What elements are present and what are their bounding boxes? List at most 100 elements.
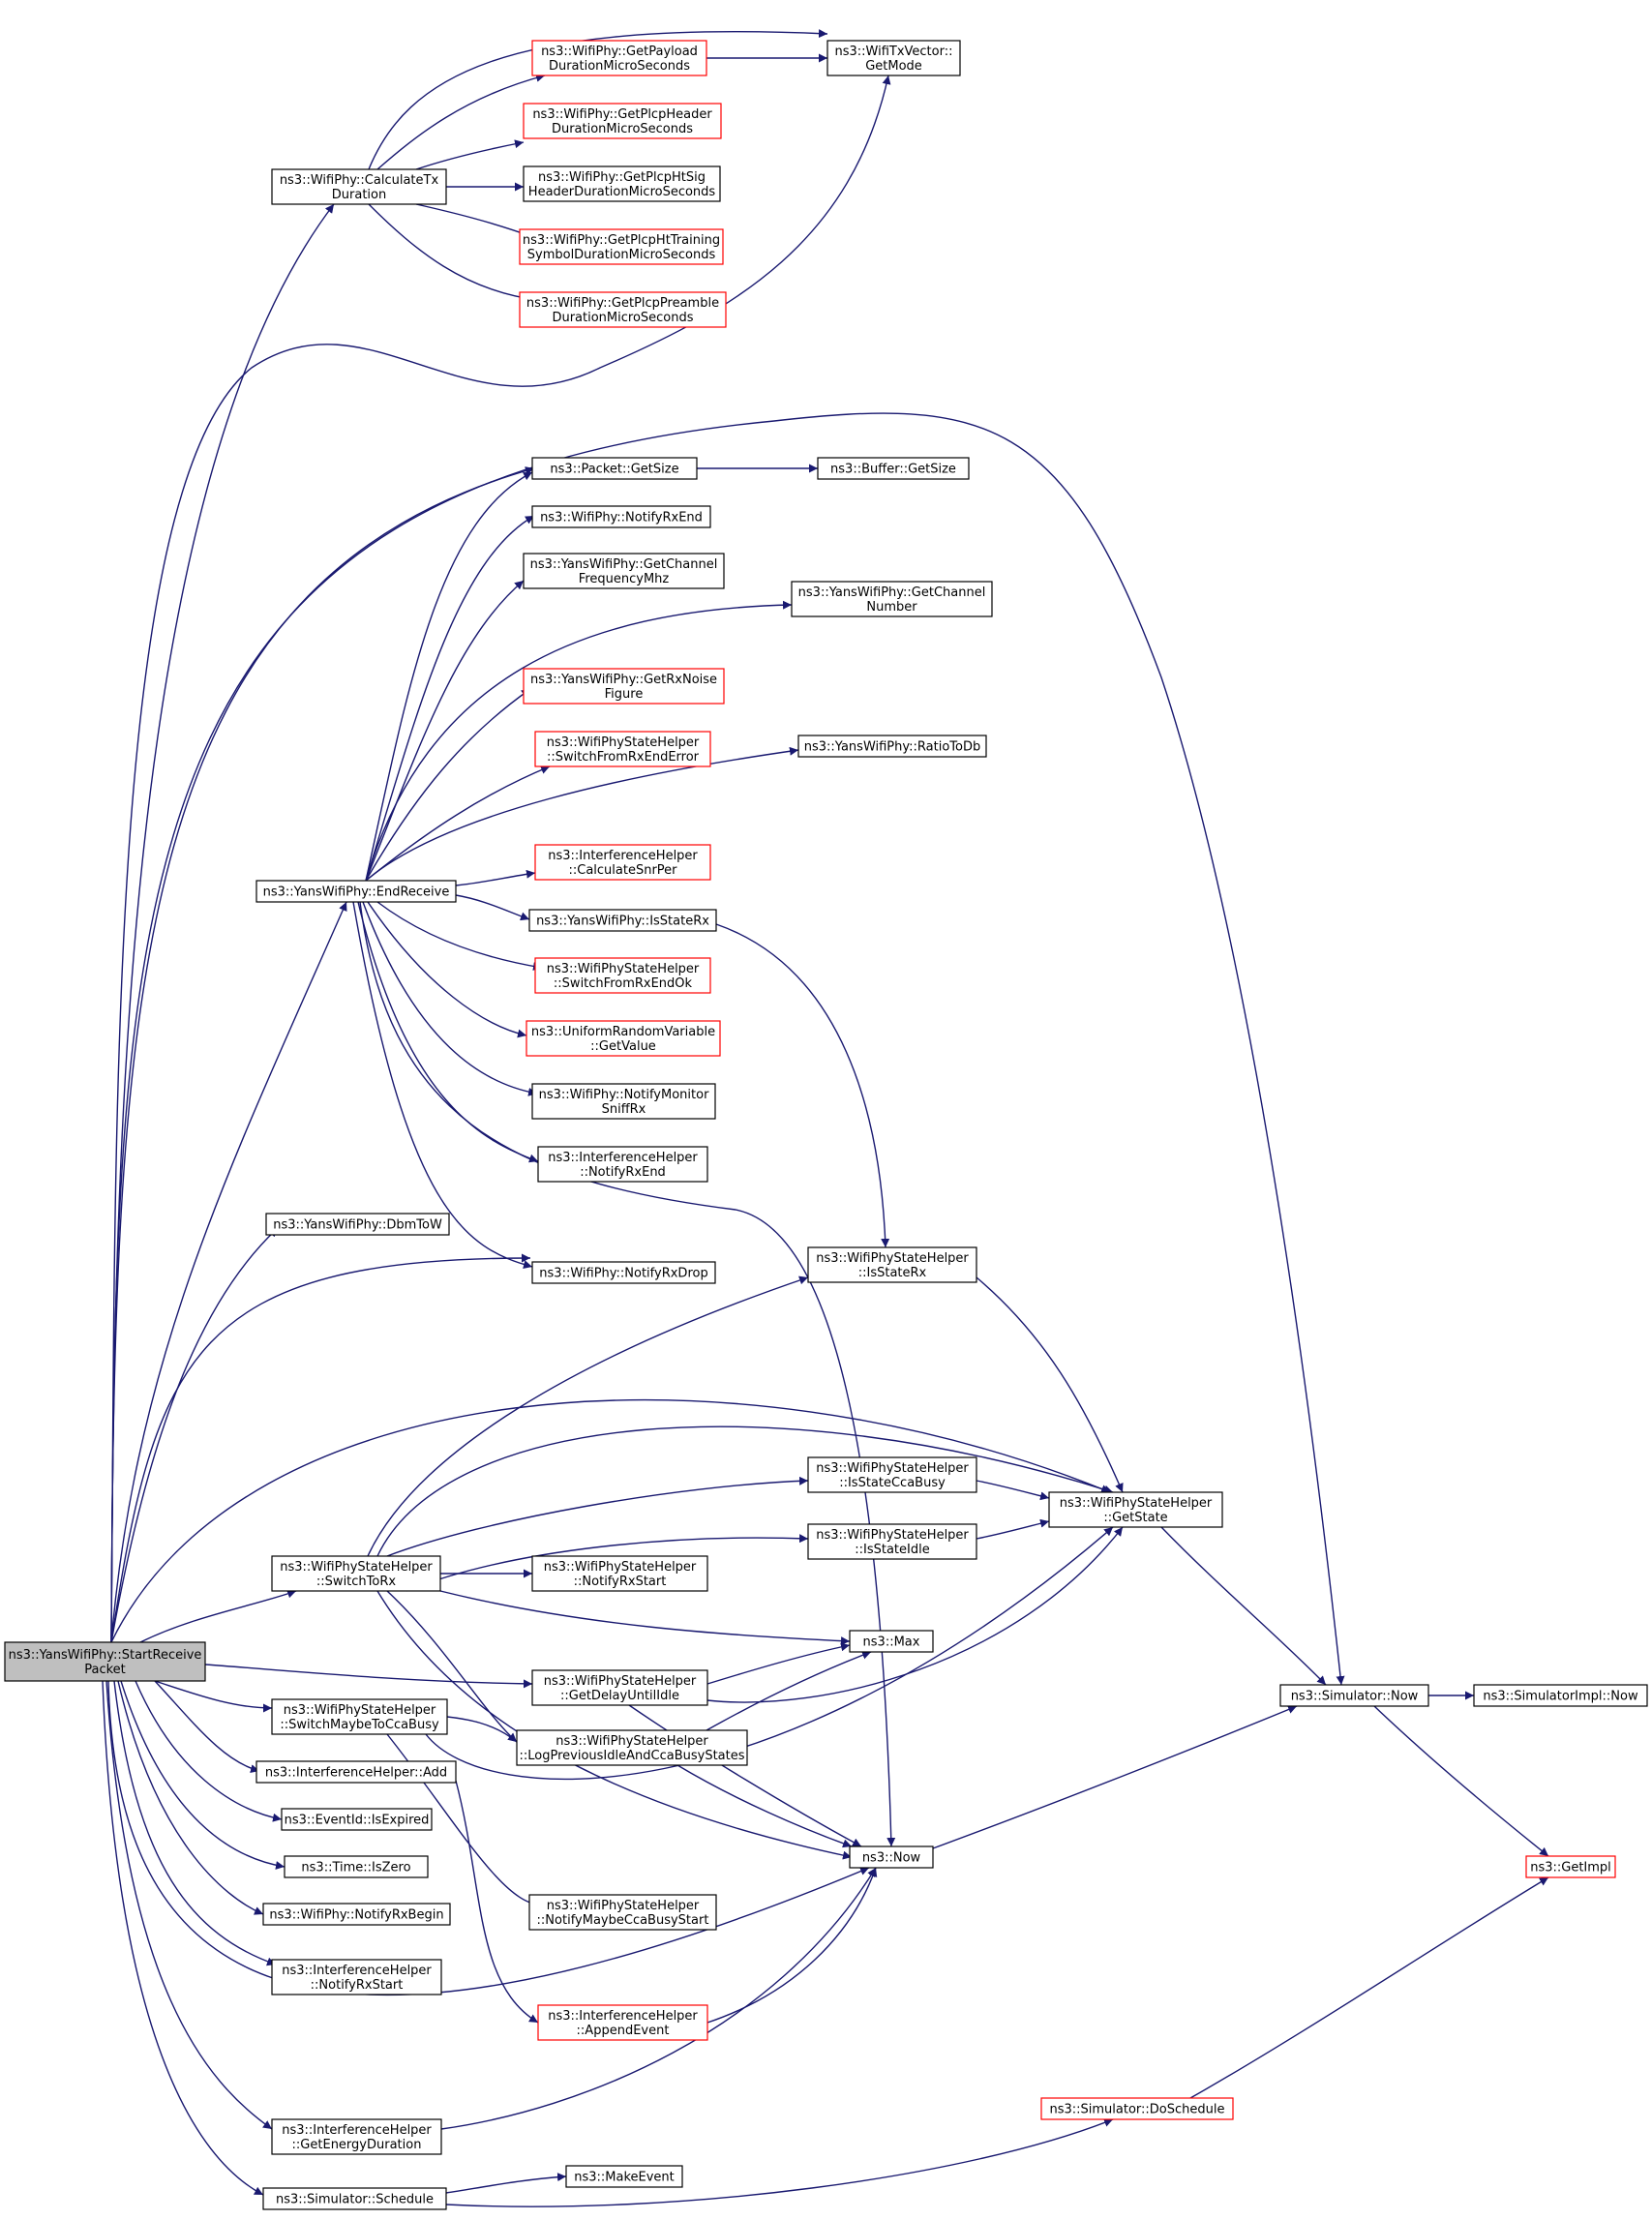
node-label: ns3::WifiPhy::GetPlcpHeader: [532, 107, 712, 122]
node-getmode[interactable]: ns3::WifiTxVector::GetMode: [826, 40, 961, 76]
node-label: SniffRx: [602, 1102, 646, 1117]
node-snrper[interactable]: ns3::InterferenceHelper::CalculateSnrPer: [534, 844, 711, 881]
node-label: ns3::YansWifiPhy::IsStateRx: [536, 915, 709, 929]
node-energydur[interactable]: ns3::InterferenceHelper::GetEnergyDurati…: [271, 2118, 442, 2155]
node-swrxerr[interactable]: ns3::WifiPhyStateHelper::SwitchFromRxEnd…: [534, 731, 711, 767]
node-schedule[interactable]: ns3::Simulator::Schedule: [262, 2187, 447, 2210]
node-rxdrop[interactable]: ns3::WifiPhy::NotifyRxDrop: [531, 1261, 716, 1284]
node-nrxbegin[interactable]: ns3::WifiPhy::NotifyRxBegin: [262, 1903, 451, 1926]
node-pktsize[interactable]: ns3::Packet::GetSize: [531, 457, 698, 480]
node-doschedule[interactable]: ns3::Simulator::DoSchedule: [1040, 2097, 1234, 2120]
node-expired[interactable]: ns3::EventId::IsExpired: [281, 1808, 433, 1831]
node-getstate[interactable]: ns3::WifiPhyStateHelper::GetState: [1048, 1491, 1223, 1528]
node-label: ::NotifyRxStart: [311, 1978, 404, 1993]
node-getimpl[interactable]: ns3::GetImpl: [1525, 1855, 1616, 1878]
node-plcphdr[interactable]: ns3::WifiPhy::GetPlcpHeaderDurationMicro…: [523, 103, 722, 139]
node-bufsize[interactable]: ns3::Buffer::GetSize: [817, 457, 970, 480]
call-edge: [365, 580, 525, 882]
node-notifyrxend[interactable]: ns3::WifiPhy::NotifyRxEnd: [531, 505, 711, 528]
node-switchrx[interactable]: ns3::WifiPhyStateHelper::SwitchToRx: [271, 1555, 441, 1592]
node-ihrxstart[interactable]: ns3::InterferenceHelper::NotifyRxStart: [271, 1959, 442, 1995]
node-simnow[interactable]: ns3::Simulator::Now: [1279, 1684, 1429, 1707]
node-label: ::NotifyRxEnd: [580, 1165, 666, 1180]
node-label: ::IsStateCcaBusy: [839, 1476, 946, 1490]
node-box: [531, 1555, 708, 1592]
call-edge: [105, 1680, 273, 2130]
node-now[interactable]: ns3::Now: [849, 1845, 934, 1869]
node-payload[interactable]: ns3::WifiPhy::GetPayloadDurationMicroSec…: [531, 40, 707, 76]
node-label: ns3::WifiPhy::GetPlcpHtSig: [538, 170, 706, 185]
node-nrxstart[interactable]: ns3::WifiPhyStateHelper::NotifyRxStart: [531, 1555, 708, 1592]
node-logprev[interactable]: ns3::WifiPhyStateHelper::LogPreviousIdle…: [516, 1729, 748, 1766]
node-box: [531, 1669, 708, 1706]
call-edge: [117, 1680, 264, 1915]
call-edge: [425, 1526, 1114, 1781]
node-iszero[interactable]: ns3::Time::IsZero: [284, 1855, 429, 1878]
node-isstaterx[interactable]: ns3::YansWifiPhy::IsStateRx: [528, 909, 717, 932]
call-edge: [715, 923, 890, 1248]
node-label: ::GetValue: [590, 1039, 656, 1054]
node-label: ns3::InterferenceHelper: [548, 849, 698, 863]
node-label: FrequencyMhz: [579, 572, 670, 586]
node-swmaybecca[interactable]: ns3::WifiPhyStateHelper::SwitchMaybeToCc…: [271, 1698, 448, 1735]
node-implnow[interactable]: ns3::SimulatorImpl::Now: [1473, 1684, 1648, 1707]
node-label: ns3::WifiPhyStateHelper: [547, 962, 700, 976]
node-label: ns3::InterferenceHelper: [548, 1151, 698, 1165]
node-box: [265, 1213, 450, 1236]
node-label: ns3::InterferenceHelper: [282, 1964, 432, 1978]
node-ratiodb[interactable]: ns3::YansWifiPhy::RatioToDb: [797, 735, 987, 758]
node-wpsh_isrx[interactable]: ns3::WifiPhyStateHelper::IsStateRx: [807, 1246, 977, 1283]
node-nccastart[interactable]: ns3::WifiPhyStateHelper::NotifyMaybeCcaB…: [528, 1894, 717, 1931]
node-dbmtow[interactable]: ns3::YansWifiPhy::DbmToW: [265, 1213, 450, 1236]
node-appendevt[interactable]: ns3::InterferenceHelper::AppendEvent: [537, 2004, 708, 2041]
node-label: ns3::WifiPhyStateHelper: [547, 1899, 700, 1913]
node-label: ns3::WifiPhyStateHelper: [816, 1251, 969, 1266]
call-edge: [446, 1716, 518, 1743]
nodes: ns3::YansWifiPhy::StartReceivePacketns3:…: [4, 40, 1648, 2210]
node-label: ns3::EventId::IsExpired: [285, 1814, 430, 1828]
node-label: ns3::Packet::GetSize: [550, 463, 678, 477]
node-label: ns3::WifiPhyStateHelper: [544, 1560, 697, 1575]
node-box: [817, 457, 970, 480]
node-ihrxend[interactable]: ns3::InterferenceHelper::NotifyRxEnd: [537, 1146, 708, 1183]
call-edge: [367, 901, 527, 1038]
node-box: [284, 1855, 429, 1878]
node-box: [537, 1146, 708, 1183]
node-httrain[interactable]: ns3::WifiPhy::GetPlcpHtTrainingSymbolDur…: [519, 228, 724, 265]
node-ccabusy[interactable]: ns3::WifiPhyStateHelper::IsStateCcaBusy: [807, 1456, 977, 1493]
call-edge: [365, 600, 793, 882]
node-urv[interactable]: ns3::UniformRandomVariable::GetValue: [526, 1020, 721, 1057]
node-box: [807, 1523, 977, 1560]
node-box: [4, 1641, 206, 1682]
node-box: [531, 505, 711, 528]
node-htsig[interactable]: ns3::WifiPhy::GetPlcpHtSigHeaderDuration…: [523, 165, 721, 202]
node-preamble[interactable]: ns3::WifiPhy::GetPlcpPreambleDurationMic…: [519, 291, 727, 328]
node-label: ::CalculateSnrPer: [568, 863, 677, 878]
call-edge: [1189, 1876, 1549, 2099]
node-endrx[interactable]: ns3::YansWifiPhy::EndReceive: [255, 880, 457, 903]
node-box: [537, 2004, 708, 2041]
node-ihadd[interactable]: ns3::InterferenceHelper::Add: [255, 1760, 457, 1784]
call-edge: [455, 869, 536, 886]
node-delayidle[interactable]: ns3::WifiPhyStateHelper::GetDelayUntilId…: [531, 1669, 708, 1706]
node-swrxok[interactable]: ns3::WifiPhyStateHelper::SwitchFromRxEnd…: [534, 957, 711, 994]
node-label: ::NotifyMaybeCcaBusyStart: [537, 1913, 709, 1928]
call-edge: [110, 203, 335, 1643]
node-label: ::SwitchMaybeToCcaBusy: [280, 1718, 439, 1732]
node-label: Number: [866, 600, 917, 615]
node-box: [528, 1894, 717, 1931]
call-edge: [976, 1480, 1050, 1501]
node-label: ns3::YansWifiPhy::EndReceive: [263, 885, 450, 900]
node-makeevent[interactable]: ns3::MakeEvent: [565, 2165, 683, 2188]
node-label: ns3::WifiPhy::NotifyMonitor: [539, 1088, 709, 1102]
node-isidle[interactable]: ns3::WifiPhyStateHelper::IsStateIdle: [807, 1523, 977, 1560]
node-label: ns3::InterferenceHelper::Add: [265, 1766, 447, 1781]
node-box: [534, 957, 711, 994]
node-max[interactable]: ns3::Max: [849, 1630, 934, 1653]
